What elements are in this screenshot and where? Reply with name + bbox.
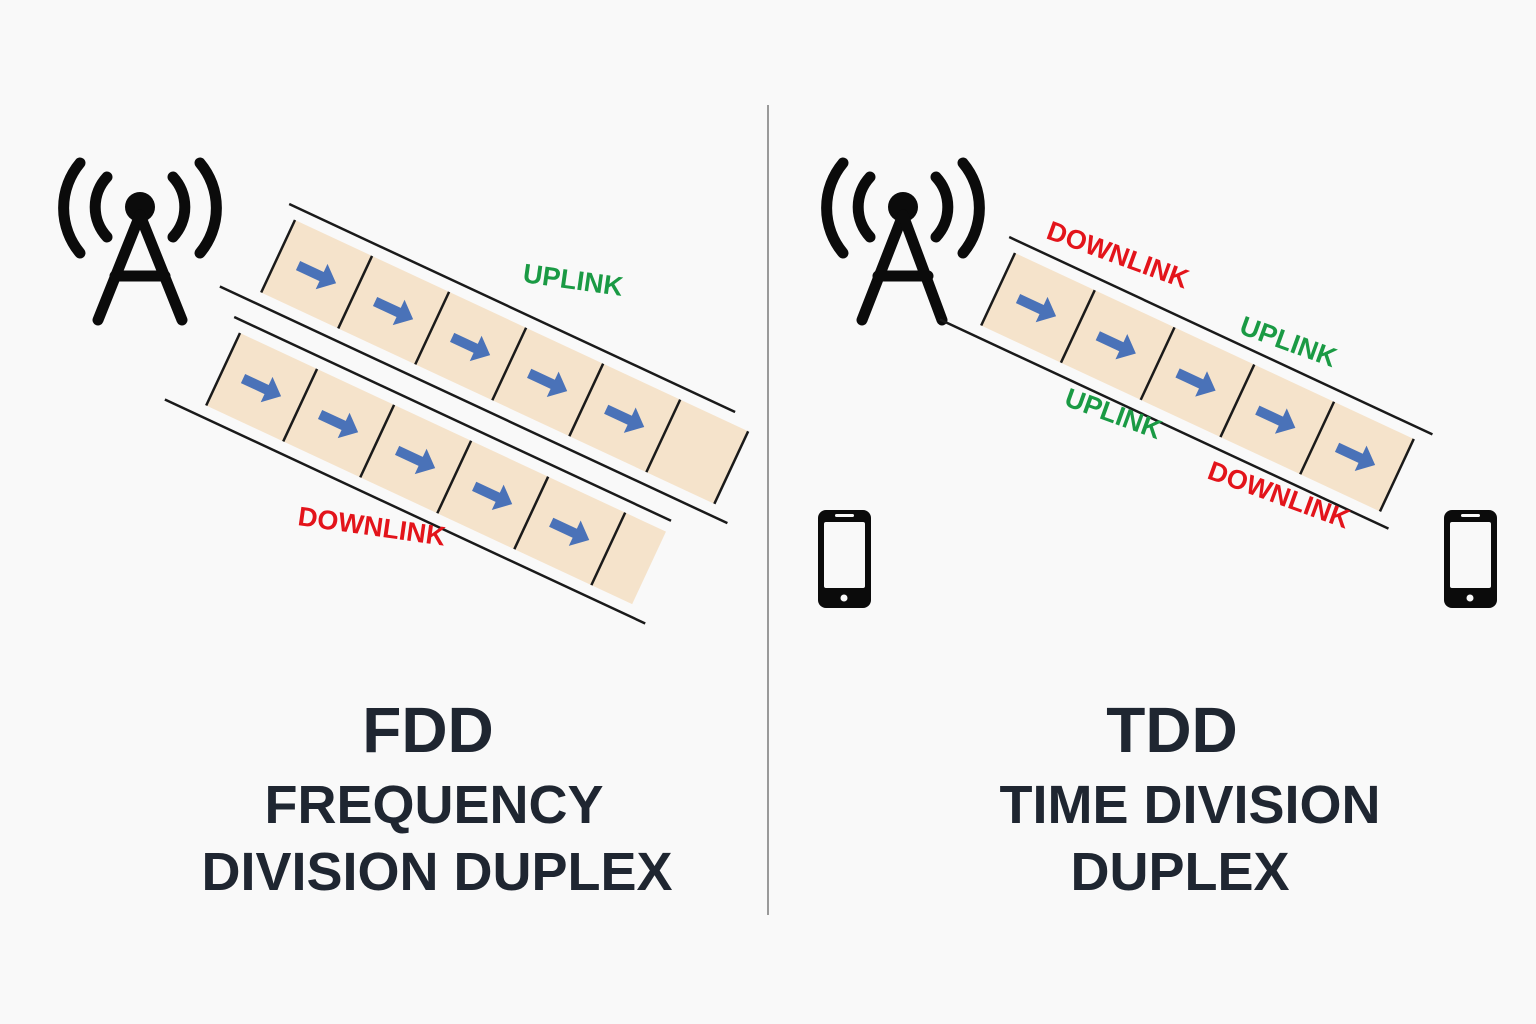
fdd-title-line2: DIVISION DUPLEX: [201, 842, 672, 902]
arrow-right-icon: [1095, 331, 1136, 360]
fdd-title-line1: FREQUENCY: [264, 775, 603, 835]
arrow-right-icon: [372, 296, 414, 326]
fdd-panel: UPLINK DOWNLINK FDD FREQUENCY DIVISION D…: [58, 157, 750, 902]
arrow-right-icon: [549, 517, 590, 546]
tdd-title-abbr: TDD: [1106, 694, 1238, 766]
cell-tower-icon: [58, 157, 222, 326]
cell-tower-icon: [821, 157, 985, 326]
arrow-right-icon: [1255, 405, 1296, 434]
smartphone-icon: [1444, 510, 1497, 608]
arrow-right-icon: [1175, 368, 1216, 397]
fdd-downlink-label: DOWNLINK: [296, 501, 448, 551]
arrow-right-icon: [1334, 442, 1376, 471]
arrow-right-icon: [527, 368, 568, 397]
arrow-right-icon: [317, 409, 359, 439]
fdd-uplink-label: UPLINK: [521, 258, 625, 302]
tdd-title-line1: TIME DIVISION: [999, 775, 1380, 835]
arrow-right-icon: [295, 261, 337, 290]
arrow-right-icon: [472, 481, 513, 510]
smartphone-icon: [818, 510, 871, 608]
fdd-uplink-band: [219, 202, 750, 525]
arrow-right-icon: [240, 374, 282, 403]
arrow-right-icon: [394, 445, 436, 475]
arrow-right-icon: [449, 332, 491, 362]
tdd-panel: DOWNLINK UPLINK UPLINK DOWNLINK TDD TIME…: [818, 157, 1497, 902]
fdd-title-abbr: FDD: [362, 694, 494, 766]
fdd-downlink-band: [164, 315, 672, 625]
tdd-shared-band: [939, 235, 1433, 530]
tdd-title-line2: DUPLEX: [1070, 842, 1289, 902]
arrow-right-icon: [604, 404, 645, 433]
arrow-right-icon: [1015, 294, 1057, 323]
